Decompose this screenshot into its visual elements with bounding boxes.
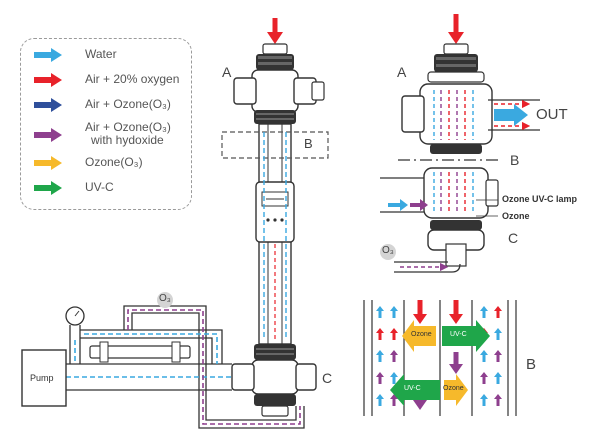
label-c-right: C xyxy=(508,230,519,246)
tag-ozone-1: Ozone xyxy=(411,331,432,338)
flow-arrow-icon xyxy=(480,306,488,318)
air-ozone-hydoxide-arrow-icon xyxy=(34,128,62,142)
legend-item-air: Air + 20% oxygen xyxy=(33,72,179,88)
air-arrow-icon xyxy=(34,73,62,87)
flow-arrow-icon xyxy=(376,394,384,406)
label-ozone-uvc-lamp: Ozone UV-C lamp xyxy=(502,194,578,204)
water-arrow-icon xyxy=(34,48,62,62)
label-ozone: Ozone xyxy=(502,211,530,221)
label-a-left: A xyxy=(222,64,232,80)
flow-arrow-icon xyxy=(480,372,488,384)
legend-label-hydoxide: with hydoxide xyxy=(91,133,164,147)
flow-arrow-icon xyxy=(390,350,398,362)
flow-arrow-icon xyxy=(494,372,502,384)
legend-item-ozone: Ozone(O₃) xyxy=(33,155,143,171)
flow-arrow-icon xyxy=(390,394,398,406)
detail-head-a xyxy=(401,14,540,154)
label-b-bottom: B xyxy=(526,356,537,373)
label-c-left: C xyxy=(322,370,333,386)
flow-arrow-icon xyxy=(494,350,502,362)
label-a-right: A xyxy=(397,64,407,80)
label-out: OUT xyxy=(536,106,568,123)
uvc-arrow-icon xyxy=(34,181,62,195)
main-unit xyxy=(221,18,329,417)
flow-arrow-icon xyxy=(480,394,488,406)
flow-arrow-icon xyxy=(494,394,502,406)
flow-arrow-icon xyxy=(376,306,384,318)
legend-label-water: Water xyxy=(85,47,117,61)
flow-arrow-icon xyxy=(376,328,384,340)
legend-label-ozone: Ozone(O₃) xyxy=(85,155,143,169)
tag-uvc-1: UV-C xyxy=(450,331,467,338)
label-o3-right: O₃ xyxy=(382,245,394,256)
legend-label-air: Air + 20% oxygen xyxy=(85,72,180,86)
legend-label-uvc: UV-C xyxy=(85,180,114,194)
flow-arrow-icon xyxy=(390,306,398,318)
air-ozone-arrow-icon xyxy=(34,98,62,112)
flow-arrow-icon xyxy=(494,306,502,318)
ozone-arrow-icon xyxy=(34,156,62,170)
flow-detail-b xyxy=(363,300,517,416)
label-pump: Pump xyxy=(30,373,54,383)
legend: Water Air + 20% oxygen Air + Ozone(O₃) A… xyxy=(20,38,192,210)
legend-item-uvc: UV-C xyxy=(33,180,114,196)
plumbing-loop xyxy=(21,132,305,429)
flow-arrow-icon xyxy=(390,372,398,384)
legend-item-air-ozone: Air + Ozone(O₃) xyxy=(33,97,171,113)
flow-arrow-icon xyxy=(480,350,488,362)
flow-arrow-icon xyxy=(376,372,384,384)
label-o3-left: O₃ xyxy=(159,293,171,304)
flow-arrow-icon xyxy=(494,328,502,340)
tag-uvc-2: UV-C xyxy=(404,385,421,392)
label-b-right: B xyxy=(510,152,520,168)
detail-head-c xyxy=(380,167,499,273)
flow-arrow-icon xyxy=(376,350,384,362)
legend-label-air-ozone: Air + Ozone(O₃) xyxy=(85,97,171,111)
tag-ozone-2: Ozone xyxy=(443,385,464,392)
legend-label-air-ozone-2: Air + Ozone(O₃) xyxy=(85,120,171,134)
flow-arrow-icon xyxy=(390,328,398,340)
legend-item-water: Water xyxy=(33,47,117,63)
legend-item-air-ozone-hydoxide: Air + Ozone(O₃) with hydoxide xyxy=(33,121,171,147)
label-b-box: B xyxy=(304,136,313,151)
